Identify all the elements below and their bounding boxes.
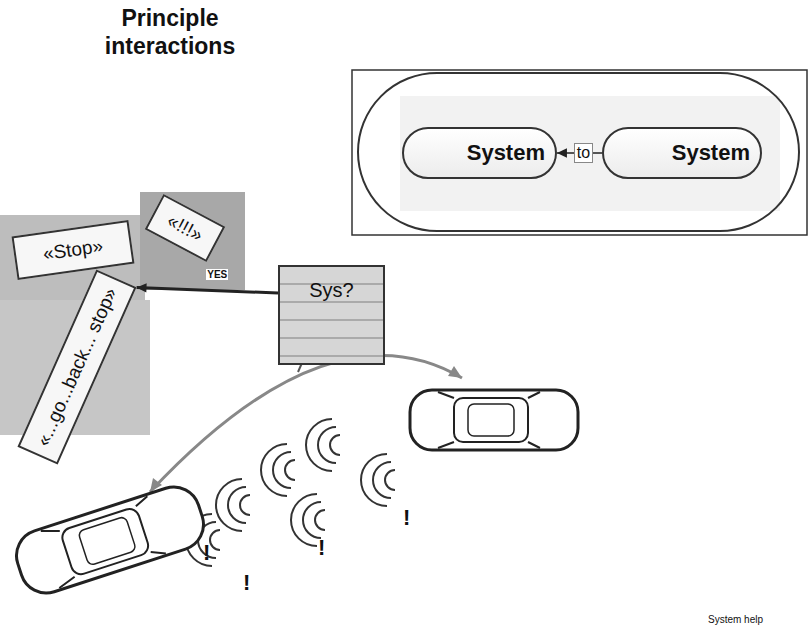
shade	[140, 192, 245, 290]
car	[10, 480, 210, 600]
wave-arc	[216, 479, 242, 531]
connector	[137, 287, 278, 293]
frame	[352, 70, 807, 235]
node-text: System	[672, 140, 750, 166]
warning-mark: !	[403, 505, 410, 531]
node-text: «!!!»	[164, 210, 207, 247]
wave-arc	[273, 452, 291, 488]
wave-arc	[261, 444, 287, 496]
system-box: System	[602, 127, 762, 179]
node-text: System	[467, 140, 545, 166]
wave-arc	[361, 454, 387, 506]
warning-mark: !	[243, 570, 250, 596]
wave-arc	[210, 530, 220, 550]
node-text: «Stop»	[42, 235, 105, 265]
car	[410, 390, 578, 450]
wave-arc	[291, 494, 317, 546]
edge-label: YES	[206, 269, 228, 280]
arrow-head	[448, 366, 462, 378]
system-box: System	[402, 127, 557, 179]
band	[400, 96, 780, 211]
wave-arc	[330, 435, 340, 455]
note: System help	[708, 614, 763, 625]
warning-mark: !	[318, 535, 325, 561]
wave-arc	[228, 487, 246, 523]
wave-arc	[318, 427, 336, 463]
waves	[186, 419, 395, 566]
edge-label: to	[574, 143, 593, 163]
arrow-head	[137, 283, 147, 292]
wave-arc	[373, 462, 391, 498]
warning-mark: !	[203, 540, 210, 566]
arrow-head	[557, 148, 567, 157]
wave-arc	[306, 419, 332, 471]
wave-arc	[385, 470, 395, 490]
wave-arc	[303, 502, 321, 538]
title: Principle interactions	[80, 4, 260, 60]
wave-arc	[285, 460, 295, 480]
wave-arc	[315, 510, 325, 530]
query-box: Sys?	[278, 265, 385, 365]
wave-arc	[240, 495, 250, 515]
node-text: Sys?	[309, 279, 353, 302]
